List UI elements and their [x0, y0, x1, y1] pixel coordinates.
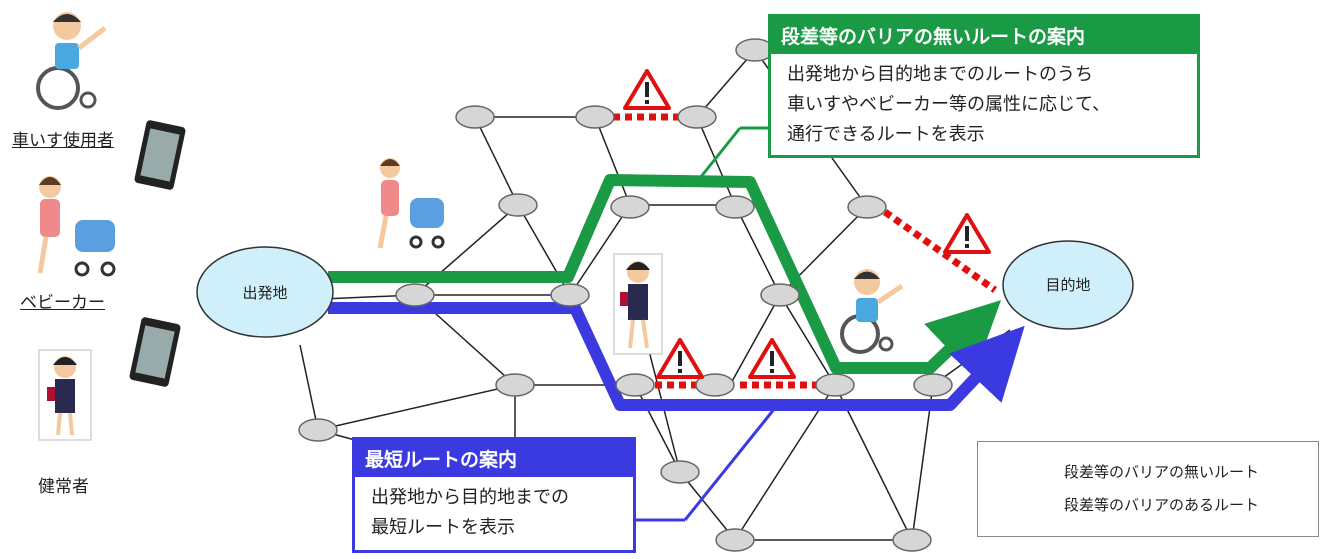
wheelchair-user-icon [36, 12, 107, 110]
goal-node-label: 目的地 [1045, 276, 1090, 294]
shortest-route-info-box: 最短ルートの案内 出発地から目的地までの 最短ルートを表示 [352, 437, 636, 553]
pedestrian-icon [613, 253, 663, 355]
barrier-free-info-body: 出発地から目的地までのルートのうち 車いすやベビーカー等の属性に応じて、 通行で… [787, 64, 1111, 145]
network-edges [299, 49, 1011, 541]
start-node-label: 出発地 [242, 284, 287, 302]
shortest-route-info-title: 最短ルートの案内 [355, 440, 633, 477]
stroller-user-icon [377, 158, 445, 249]
legend-with-barrier-label: 段差等のバリアのあるルート [1064, 496, 1260, 514]
green-callout-line [698, 127, 742, 179]
shortest-route-info-body: 出発地から目的地までの 最短ルートを表示 [371, 487, 569, 538]
goal-node [1002, 240, 1134, 330]
stroller-user-icon [37, 176, 116, 277]
tablet-icon [129, 317, 181, 387]
warning-icon [623, 69, 671, 110]
start-node [196, 246, 334, 338]
wheelchair-user-icon [840, 269, 904, 354]
pedestrian-label: 健常者 [38, 477, 89, 497]
barrier-free-info-box: 段差等のバリアの無いルートの案内 出発地から目的地までのルートのうち 車いすやベ… [768, 14, 1200, 158]
stroller-user-label: ベビーカー [20, 293, 105, 313]
legend-no-barrier-label: 段差等のバリアの無いルート [1064, 463, 1260, 481]
shortest-route [328, 302, 1025, 411]
network-nodes [298, 38, 953, 552]
warning-icon [943, 213, 991, 254]
barrier-free-info-title: 段差等のバリアの無いルートの案内 [771, 17, 1197, 54]
barrier-free-route [328, 174, 1002, 376]
tablet-icon [134, 120, 186, 190]
warning-icon [748, 338, 796, 379]
blue-callout-line-2 [683, 407, 777, 521]
legend: 段差等のバリアの無いルート 段差等のバリアのあるルート [977, 441, 1319, 537]
warning-icon [656, 338, 704, 379]
wheelchair-user-label: 車いす使用者 [12, 131, 114, 151]
pedestrian-icon [38, 349, 92, 441]
